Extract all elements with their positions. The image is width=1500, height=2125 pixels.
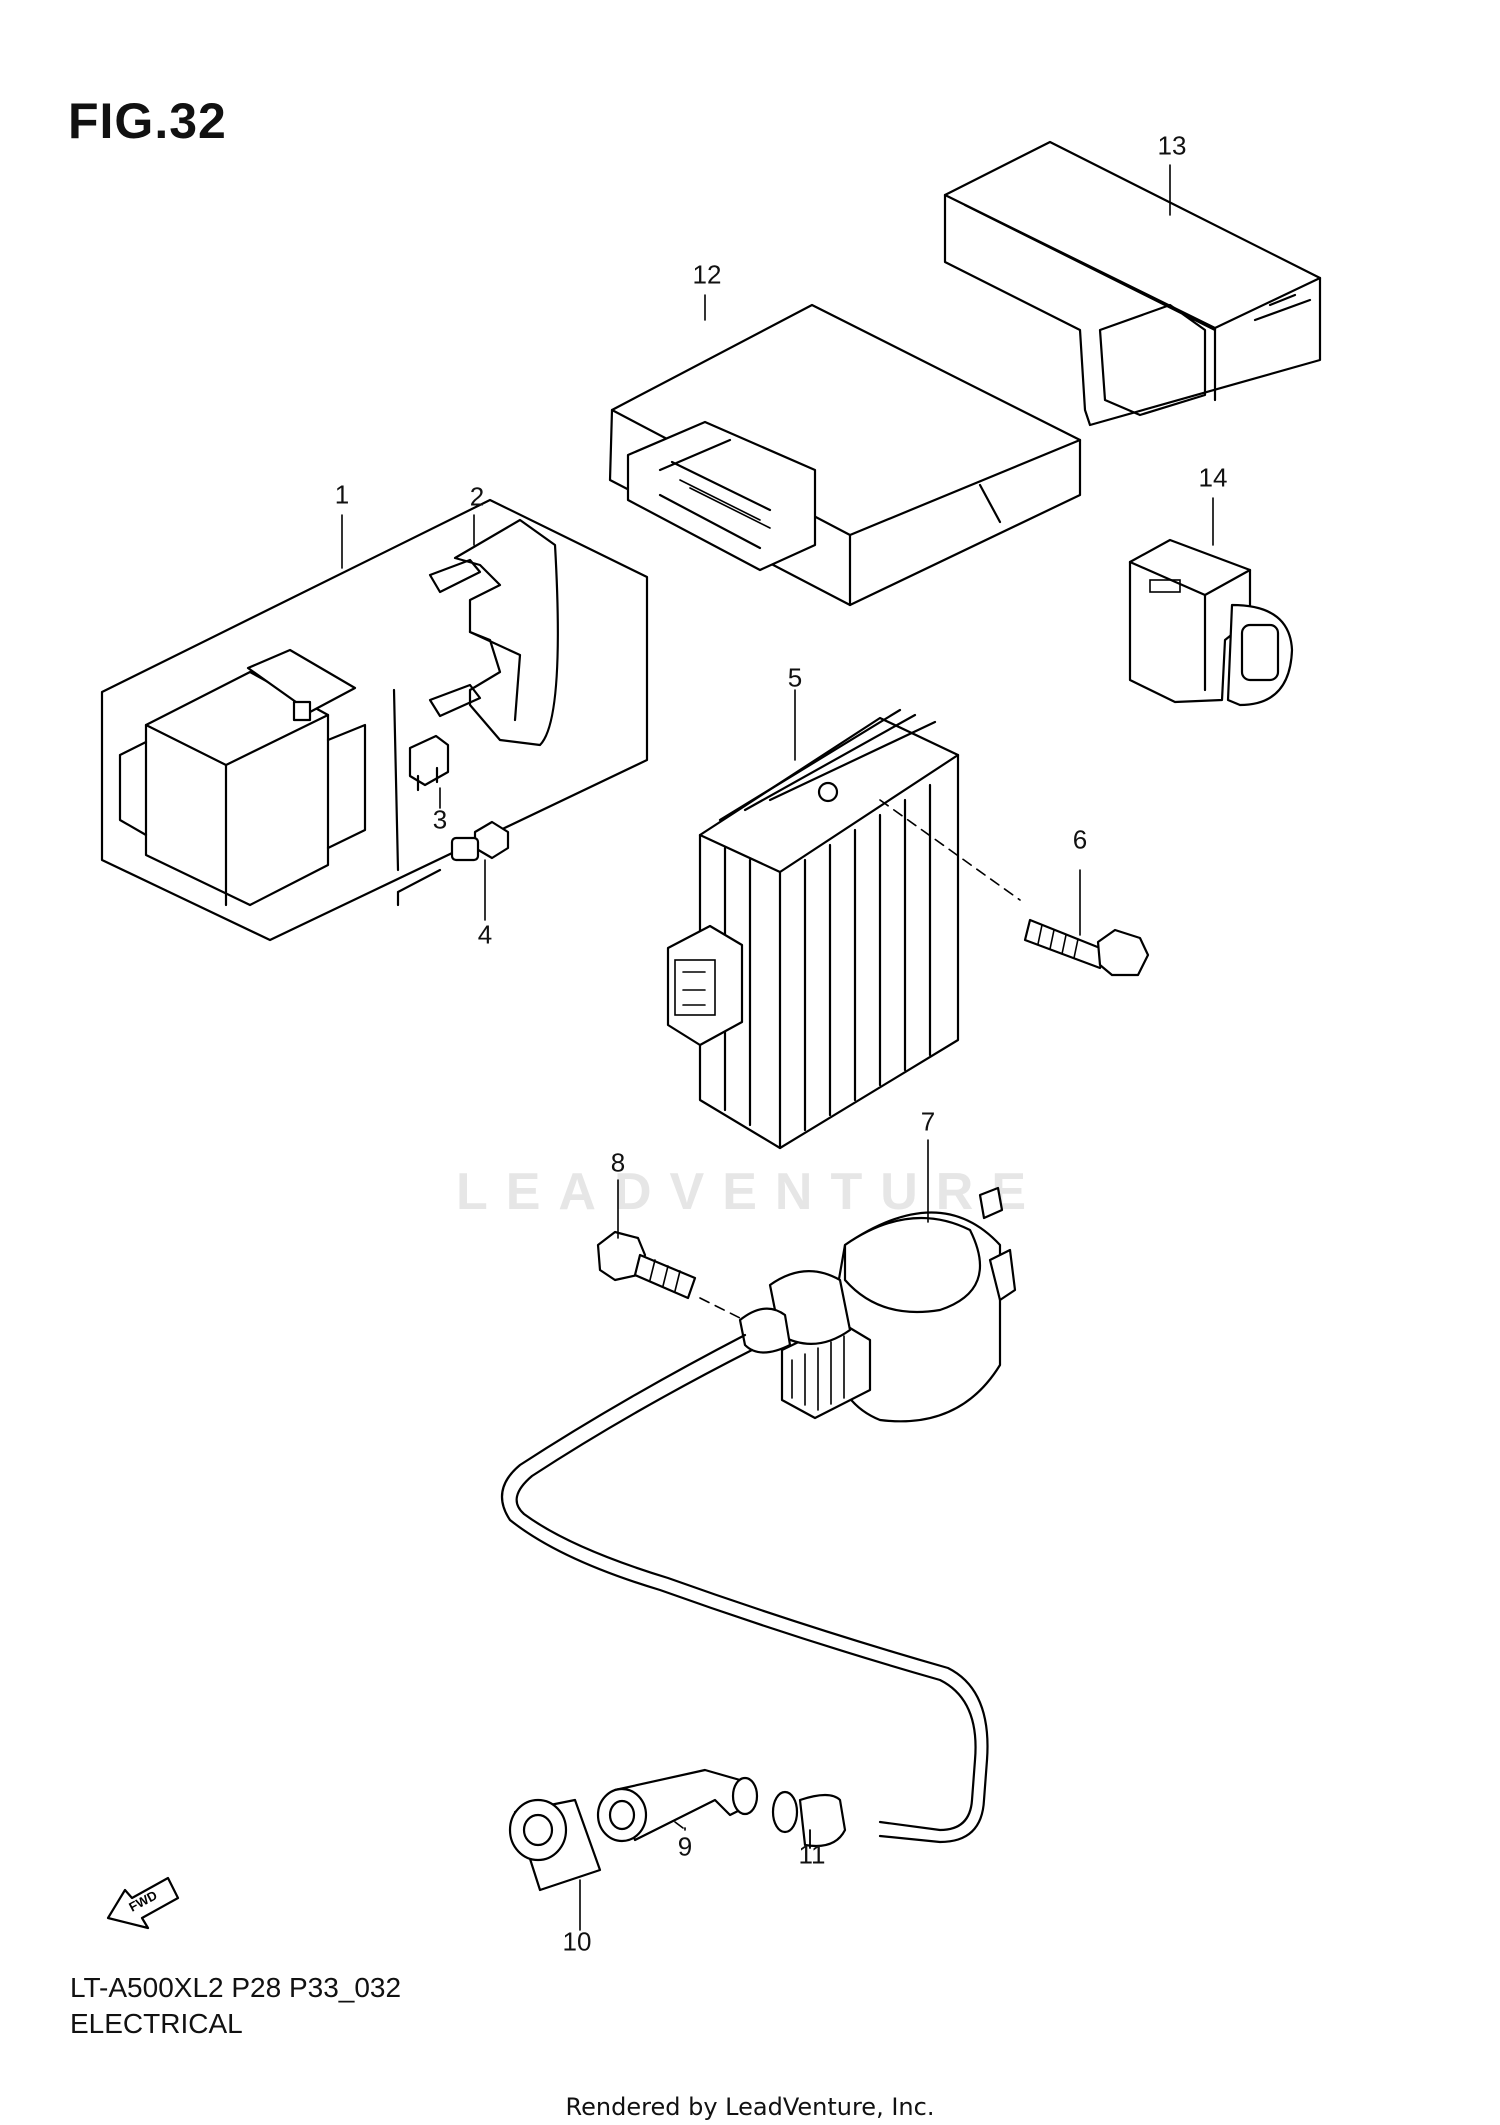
section-title: ELECTRICAL bbox=[70, 2008, 243, 2039]
ecm-icon bbox=[608, 303, 1082, 607]
seal-icon bbox=[771, 1790, 847, 1848]
ignition-coil-icon bbox=[738, 1186, 1017, 1423]
ecm-cover-icon bbox=[943, 140, 1322, 427]
flange-bolt-icon bbox=[596, 1230, 741, 1319]
high-tension-lead-icon bbox=[500, 1333, 989, 1844]
callout-13: 13 bbox=[1157, 130, 1187, 161]
relay-cover-icon bbox=[428, 518, 559, 747]
callout-1: 1 bbox=[334, 479, 350, 510]
flange-bolt-icon bbox=[879, 799, 1150, 977]
callout-9: 9 bbox=[677, 1831, 693, 1862]
regulator-rectifier-icon bbox=[666, 708, 960, 1150]
callout-11: 11 bbox=[798, 1839, 826, 1870]
connector-icon bbox=[1128, 538, 1294, 707]
plug-cap-cover-icon bbox=[508, 1798, 602, 1892]
callout-7: 7 bbox=[920, 1106, 936, 1137]
plug-cap-icon bbox=[596, 1768, 759, 1843]
callout-14: 14 bbox=[1198, 462, 1228, 493]
fwd-arrow-icon: FWD bbox=[106, 1876, 180, 1930]
callout-3: 3 bbox=[432, 804, 448, 835]
relay-assembly-icon bbox=[100, 498, 649, 942]
fuse-icon bbox=[408, 734, 450, 792]
callout-6: 6 bbox=[1072, 824, 1088, 855]
callout-8: 8 bbox=[610, 1147, 626, 1178]
callout-2: 2 bbox=[469, 481, 485, 512]
figure-title: FIG.32 bbox=[68, 93, 227, 149]
callout-4: 4 bbox=[477, 919, 493, 950]
callout-10: 10 bbox=[562, 1926, 592, 1957]
watermark-text: LEADVENTURE bbox=[455, 1163, 1045, 1221]
leader-lines bbox=[341, 164, 1214, 1931]
model-code: LT-A500XL2 P28 P33_032 bbox=[70, 1972, 402, 2003]
callout-5: 5 bbox=[787, 662, 803, 693]
callout-12: 12 bbox=[692, 259, 722, 290]
small-bolt-icon bbox=[450, 820, 510, 862]
footer-credit: Rendered by LeadVenture, Inc. bbox=[565, 2093, 935, 2121]
